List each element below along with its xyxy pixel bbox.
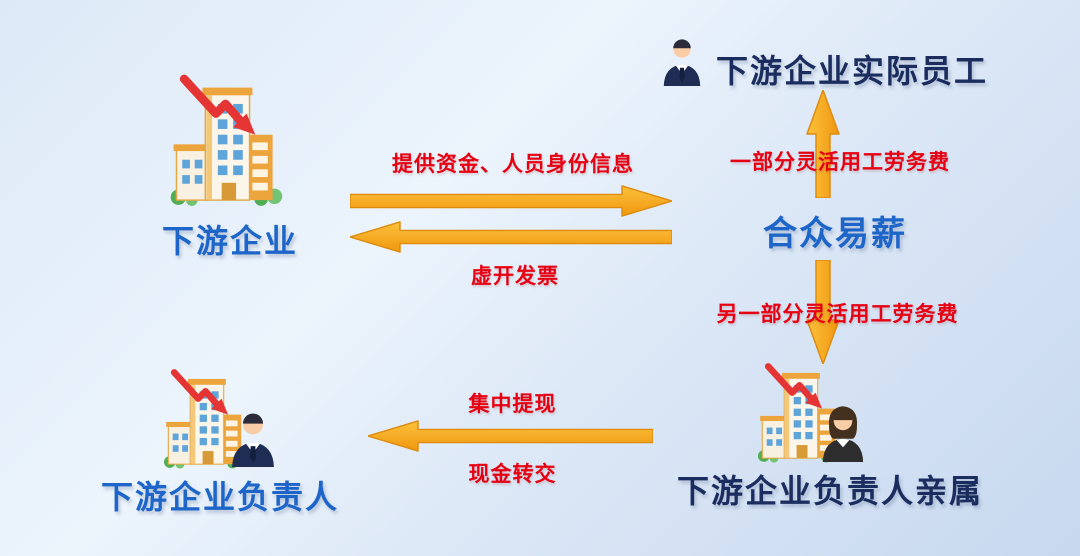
entity-label-relatives: 下游企业负责人亲属 bbox=[676, 473, 983, 509]
entity-label-downstream: 下游企业 bbox=[161, 223, 298, 259]
businessman-icon bbox=[232, 413, 274, 467]
arrow-left-withdraw-cash bbox=[368, 420, 653, 452]
flow-label-centralized-withdrawal: 集中提现 bbox=[468, 393, 557, 416]
entity-label-actual-employees: 下游企业实际员工 bbox=[715, 53, 988, 89]
entity-label-principal: 下游企业负责人 bbox=[100, 479, 339, 515]
arrow-right-provide-funds bbox=[350, 185, 672, 217]
red-decline-arrow-icon bbox=[171, 79, 283, 206]
flow-label-labor-fee-part: 一部分灵活用工劳务费 bbox=[730, 151, 950, 174]
entity-label-hezhong: 合众易薪 bbox=[763, 215, 907, 253]
businesswoman-icon bbox=[822, 406, 864, 462]
flow-label-labor-fee-rest: 另一部分灵活用工劳务费 bbox=[716, 303, 959, 326]
businessman-icon bbox=[663, 39, 701, 86]
flow-label-fake-invoices: 虚开发票 bbox=[471, 265, 559, 288]
arrow-up-labor-fee-part bbox=[806, 90, 840, 198]
arrow-left-fake-invoices bbox=[350, 221, 672, 253]
flow-label-provide-funds: 提供资金、人员身份信息 bbox=[392, 153, 634, 176]
flow-label-cash-handover: 现金转交 bbox=[468, 463, 557, 486]
building-icon bbox=[163, 73, 288, 208]
arrow-down-labor-fee-rest bbox=[806, 260, 840, 364]
